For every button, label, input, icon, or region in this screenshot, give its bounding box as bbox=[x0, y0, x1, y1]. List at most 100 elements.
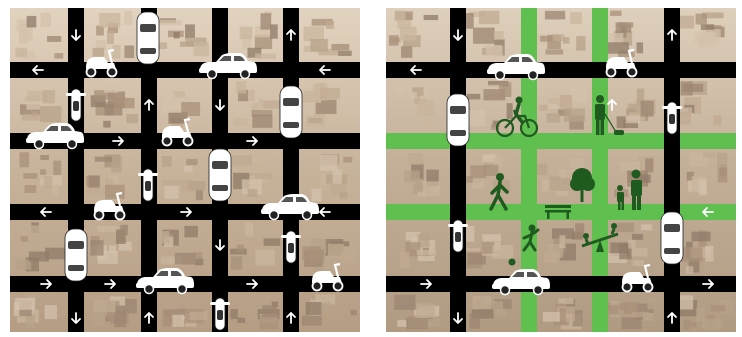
building bbox=[270, 24, 278, 38]
building bbox=[343, 157, 352, 163]
building bbox=[54, 53, 63, 59]
road-horizontal bbox=[386, 62, 736, 78]
building bbox=[234, 118, 248, 126]
building bbox=[53, 161, 61, 176]
car-icon bbox=[65, 229, 87, 281]
building bbox=[40, 155, 49, 160]
building bbox=[537, 164, 548, 175]
building bbox=[255, 173, 272, 179]
building bbox=[424, 15, 439, 20]
building bbox=[570, 12, 582, 24]
building bbox=[467, 94, 481, 100]
building bbox=[617, 116, 626, 128]
building bbox=[27, 16, 37, 28]
building bbox=[126, 114, 138, 123]
building bbox=[320, 88, 340, 99]
building bbox=[492, 245, 513, 259]
building bbox=[320, 174, 326, 185]
building bbox=[397, 320, 407, 327]
building bbox=[418, 256, 435, 261]
building bbox=[333, 169, 342, 183]
building bbox=[473, 28, 495, 44]
building bbox=[394, 295, 415, 310]
building bbox=[302, 316, 322, 326]
building bbox=[96, 40, 106, 49]
building bbox=[321, 302, 330, 310]
green-intersection bbox=[592, 133, 608, 149]
building bbox=[160, 42, 168, 49]
building bbox=[400, 252, 410, 269]
building bbox=[563, 37, 569, 43]
building bbox=[469, 313, 480, 329]
building bbox=[400, 27, 417, 41]
building bbox=[181, 102, 200, 116]
building bbox=[21, 236, 28, 242]
building bbox=[618, 22, 633, 27]
building bbox=[188, 181, 206, 191]
ball-icon bbox=[509, 259, 516, 266]
building bbox=[473, 296, 492, 309]
building bbox=[114, 311, 126, 327]
building bbox=[89, 175, 100, 187]
building bbox=[166, 92, 175, 99]
building bbox=[547, 113, 561, 122]
building bbox=[15, 298, 35, 310]
building bbox=[607, 42, 629, 53]
car-icon bbox=[661, 212, 683, 264]
building bbox=[255, 250, 275, 266]
building bbox=[702, 319, 722, 329]
building bbox=[306, 302, 322, 315]
building bbox=[564, 108, 585, 121]
building bbox=[576, 36, 585, 50]
building bbox=[423, 103, 435, 116]
building bbox=[231, 309, 238, 319]
car-icon bbox=[137, 12, 159, 64]
building bbox=[705, 246, 713, 261]
building bbox=[424, 121, 431, 131]
building bbox=[237, 297, 255, 311]
green-intersection bbox=[592, 204, 608, 220]
building bbox=[679, 295, 693, 309]
building bbox=[688, 322, 696, 328]
road-horizontal bbox=[10, 62, 360, 78]
building bbox=[248, 189, 258, 197]
building bbox=[479, 11, 499, 24]
building bbox=[499, 82, 511, 97]
building bbox=[43, 90, 55, 103]
building bbox=[340, 252, 355, 264]
building bbox=[15, 48, 27, 57]
building bbox=[232, 155, 252, 165]
building bbox=[252, 115, 272, 128]
building bbox=[678, 16, 694, 29]
building bbox=[25, 185, 37, 193]
building bbox=[231, 256, 242, 269]
building bbox=[410, 92, 417, 98]
car-icon bbox=[280, 86, 302, 138]
building bbox=[494, 31, 504, 40]
building bbox=[186, 159, 197, 165]
building bbox=[310, 39, 327, 52]
building bbox=[260, 13, 271, 29]
building bbox=[408, 153, 423, 165]
building bbox=[553, 34, 565, 41]
building bbox=[570, 159, 584, 168]
panel-left bbox=[10, 8, 360, 332]
building bbox=[184, 166, 193, 172]
building bbox=[237, 318, 245, 323]
building bbox=[264, 238, 281, 245]
building bbox=[350, 310, 357, 315]
building bbox=[570, 88, 585, 103]
building bbox=[701, 29, 721, 45]
building bbox=[45, 248, 66, 260]
building bbox=[22, 114, 40, 121]
building bbox=[41, 13, 52, 27]
car-icon bbox=[209, 149, 231, 201]
building bbox=[237, 245, 244, 253]
building bbox=[45, 305, 57, 319]
building bbox=[682, 248, 703, 262]
building bbox=[162, 156, 172, 167]
building bbox=[711, 305, 725, 311]
building bbox=[86, 188, 106, 195]
green-intersection bbox=[521, 204, 537, 220]
